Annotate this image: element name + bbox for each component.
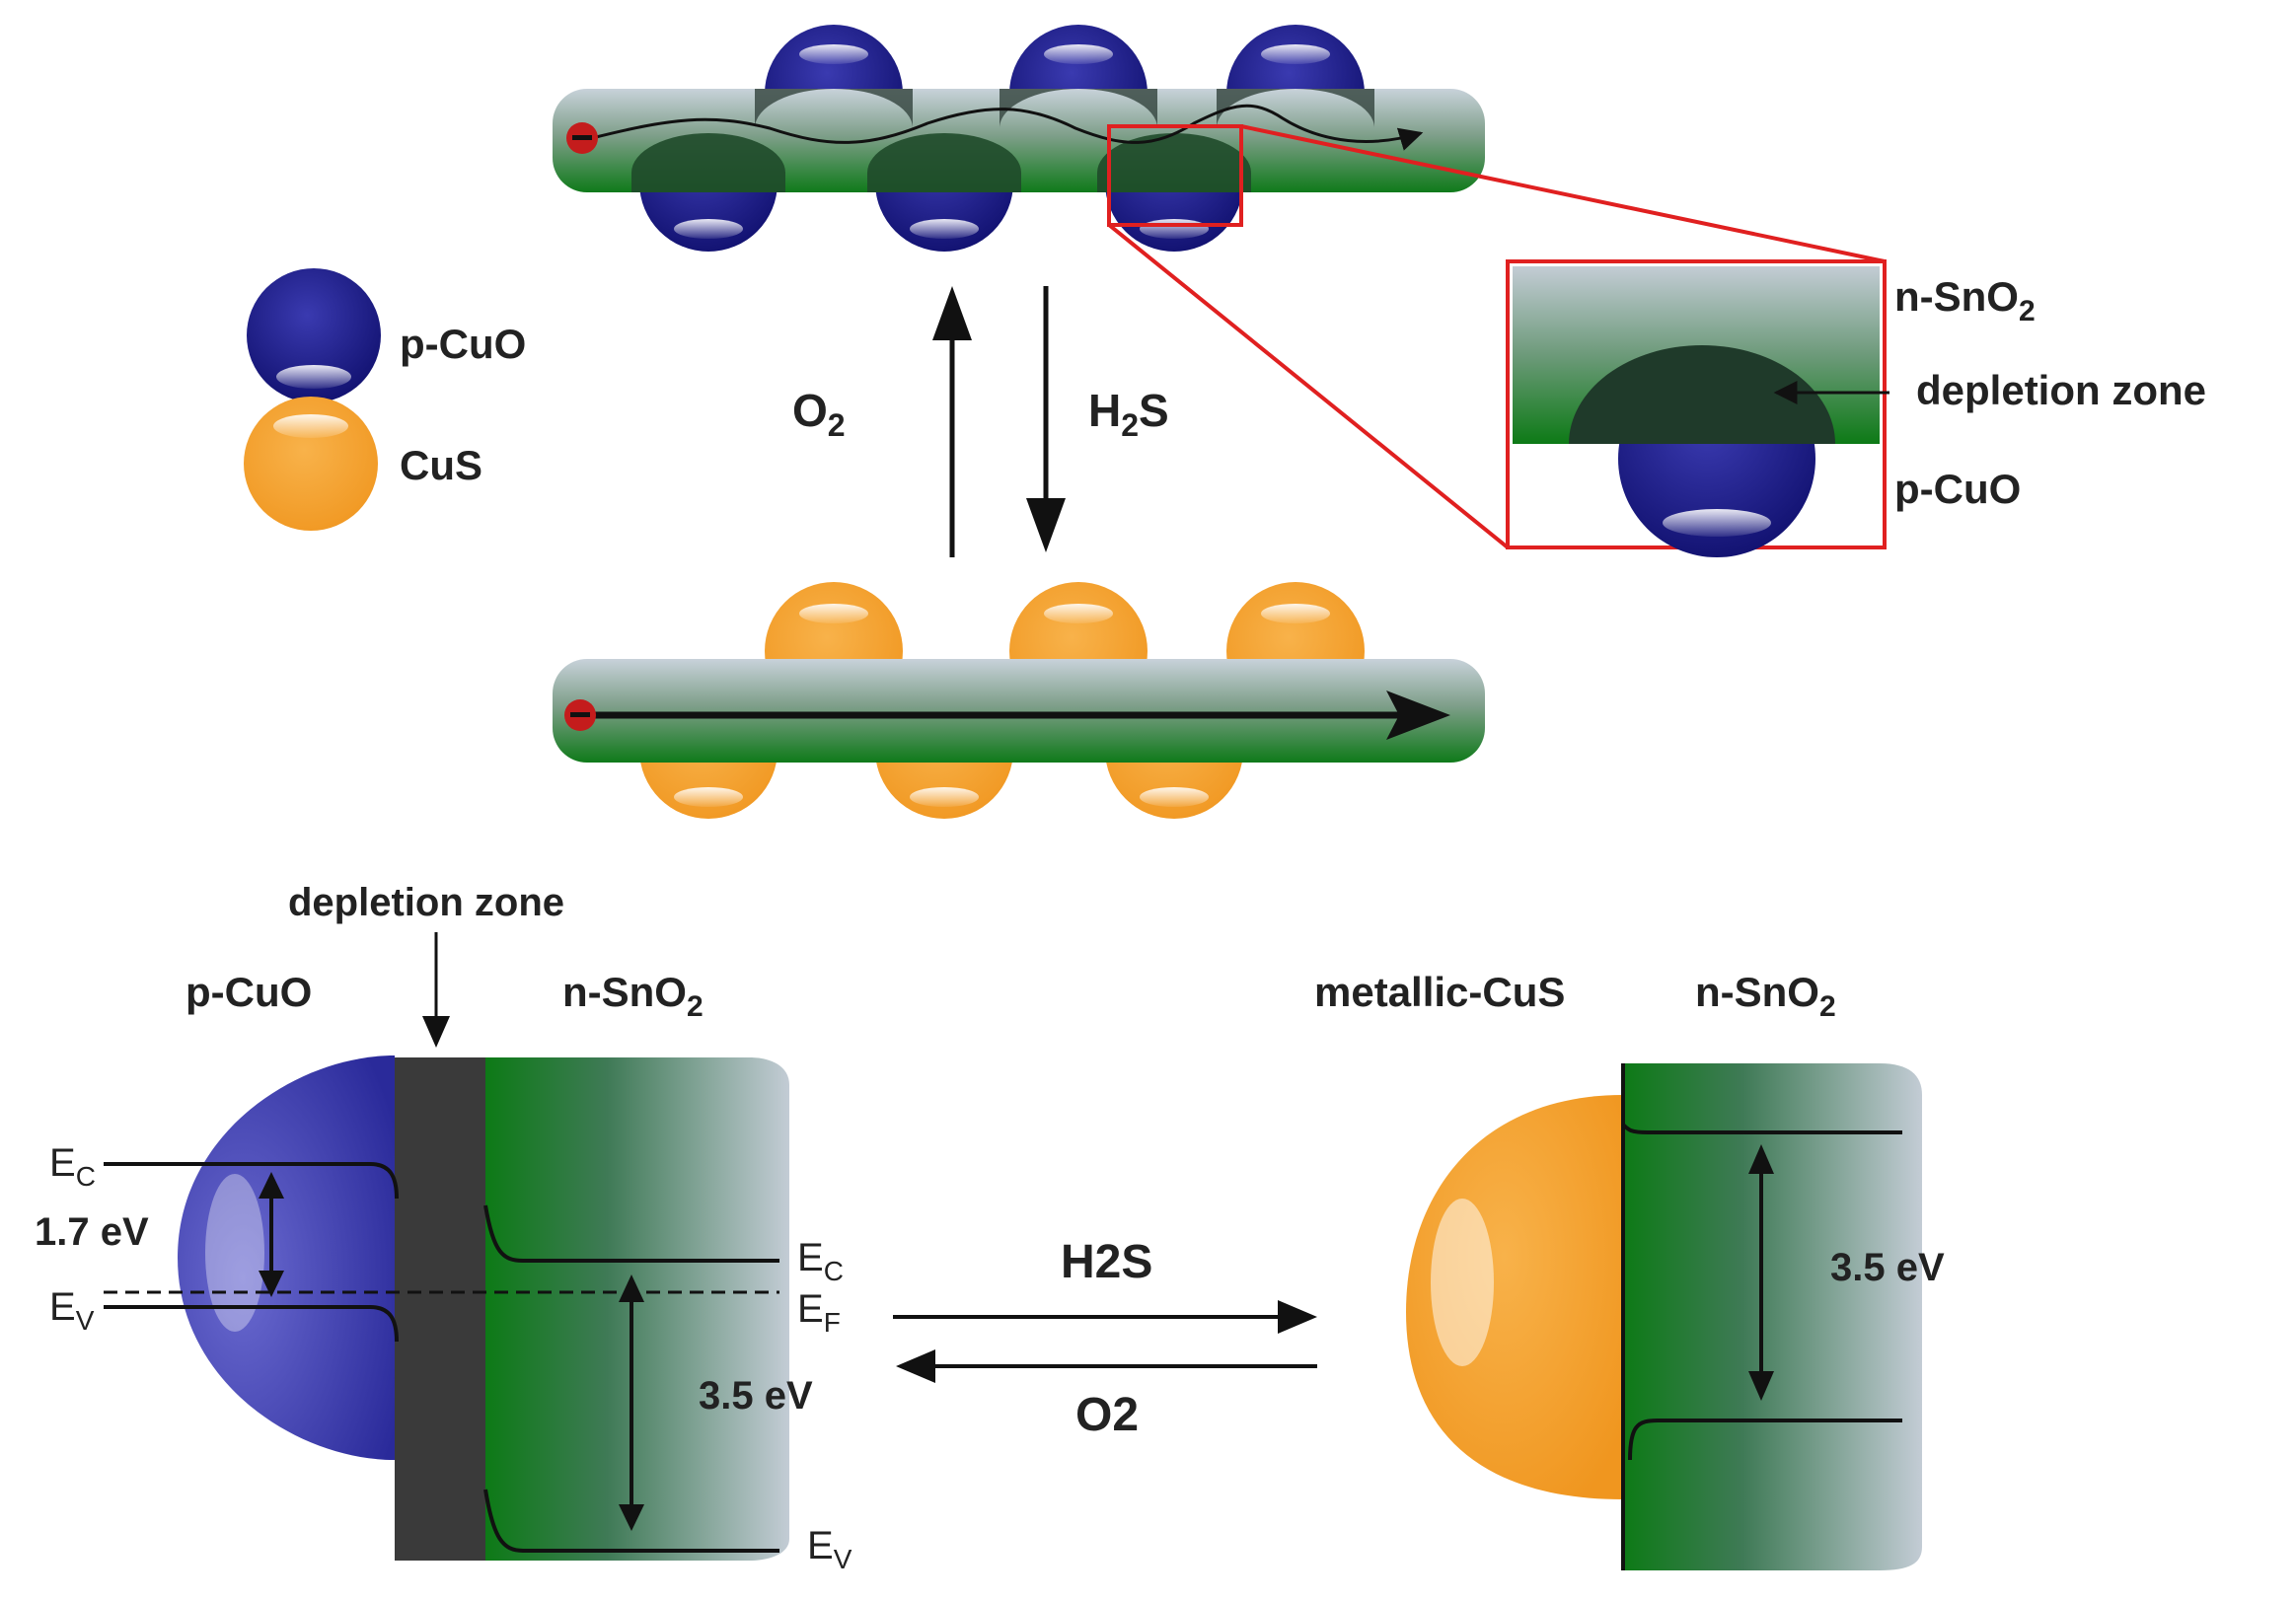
zoom-pcuo-label: p-CuO xyxy=(1894,466,2021,512)
band-diagram-left: depletion zone p-CuO n-SnO2 EC 1.7 eV EV… xyxy=(35,881,852,1574)
ev-left-label: EV xyxy=(49,1285,95,1336)
sno2-label-left: n-SnO2 xyxy=(562,969,704,1023)
depletion-zone-label: depletion zone xyxy=(288,881,564,924)
sno2-nanorod xyxy=(553,659,1485,763)
electron-path xyxy=(591,104,1424,151)
h2s-label-bottom: H2S xyxy=(1061,1236,1152,1288)
zoom-sno2-label: n-SnO2 xyxy=(1894,273,2036,327)
sno2-label-right: n-SnO2 xyxy=(1695,969,1836,1023)
gap-right-label: 3.5 eV xyxy=(699,1374,813,1418)
ec-right-label: EC xyxy=(797,1236,844,1286)
o2-label-bottom: O2 xyxy=(1075,1389,1139,1441)
sno2-block-right xyxy=(1623,1063,1922,1570)
band-reaction-arrows: H2S O2 xyxy=(893,1236,1317,1441)
legend-cus-label: CuS xyxy=(400,442,482,488)
metallic-cus-label: metallic-CuS xyxy=(1314,969,1565,1015)
o2-label-top: O2 xyxy=(792,385,846,443)
gap-left-label: 1.7 eV xyxy=(35,1210,149,1254)
sno2-block-left xyxy=(485,1057,789,1561)
pcuo-label: p-CuO xyxy=(185,969,312,1015)
sno2-nanorod xyxy=(553,89,1485,192)
depletion-zone-bar xyxy=(395,1057,485,1561)
legend-cuo-swatch xyxy=(247,268,381,402)
cus-hemisphere xyxy=(1406,1095,1623,1499)
gap-label-right: 3.5 eV xyxy=(1830,1246,1945,1289)
legend: p-CuO CuS xyxy=(244,268,526,531)
ec-left-label: EC xyxy=(49,1141,96,1192)
legend-cuo-label: p-CuO xyxy=(400,321,526,367)
top-nanorod-group xyxy=(553,25,1485,252)
zoom-depletion-zone xyxy=(1569,345,1835,444)
zoom-panel xyxy=(1506,259,1889,557)
ef-right-label: EF xyxy=(797,1287,841,1338)
band-diagram-right: metallic-CuS n-SnO2 3.5 eV xyxy=(1314,969,1945,1570)
zoom-depletion-label: depletion zone xyxy=(1916,367,2206,413)
top-reaction-arrows: O2 H2S xyxy=(792,286,1169,557)
h2s-label-top: H2S xyxy=(1088,385,1169,443)
bottom-nanorod-group xyxy=(553,582,1485,819)
ev-right-label: EV xyxy=(807,1524,852,1574)
zoom-selection-box xyxy=(1107,124,1243,227)
